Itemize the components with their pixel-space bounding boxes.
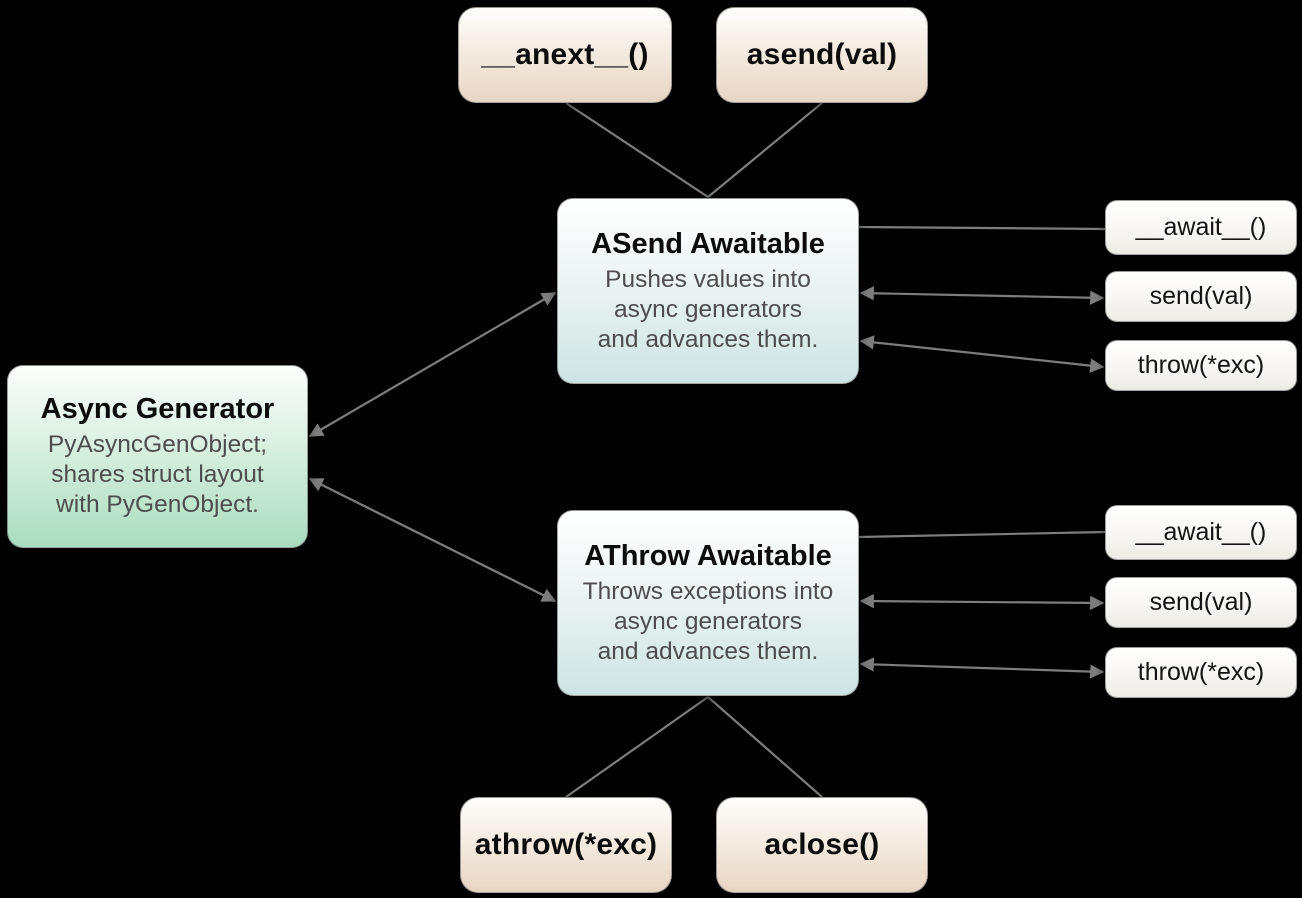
athrow-label: athrow(*exc) bbox=[474, 828, 658, 861]
edge-asend-to-asend-awaitable bbox=[707, 102, 823, 198]
aclose-label: aclose() bbox=[764, 828, 880, 861]
throw2-label: throw(*exc) bbox=[1137, 658, 1265, 686]
athrow-awaitable-description: Throws exceptions into async generators … bbox=[582, 577, 834, 665]
async-generator-description: PyAsyncGenObject; shares struct layout w… bbox=[47, 431, 268, 518]
edge-athrow-awaitable-throw2 bbox=[859, 657, 1105, 679]
edge-anext-to-asend-awaitable bbox=[565, 102, 709, 198]
asend-label: asend(val) bbox=[746, 38, 898, 71]
node-await-athrow: __await__() bbox=[1105, 505, 1297, 560]
node-athrow-method: athrow(*exc) bbox=[460, 797, 672, 893]
send2-label: send(val) bbox=[1149, 588, 1253, 616]
edge-athrow-awaitable-to-aclose bbox=[707, 696, 823, 798]
node-athrow-awaitable: AThrow Awaitable Throws exceptions into … bbox=[557, 510, 859, 696]
node-send-athrow: send(val) bbox=[1105, 577, 1297, 628]
asend-awaitable-title: ASend Awaitable bbox=[591, 227, 825, 260]
node-asend-method: asend(val) bbox=[716, 7, 928, 103]
node-anext-method: __anext__() bbox=[458, 7, 672, 103]
edge-athrow-awaitable-send2 bbox=[859, 593, 1105, 611]
node-async-generator: Async Generator PyAsyncGenObject; shares… bbox=[7, 365, 308, 548]
node-throw-athrow: throw(*exc) bbox=[1105, 647, 1297, 698]
athrow-awaitable-title: AThrow Awaitable bbox=[584, 539, 832, 572]
await1-label: __await__() bbox=[1135, 213, 1267, 241]
edge-asend-awaitable-throw1 bbox=[859, 335, 1105, 373]
node-asend-awaitable: ASend Awaitable Pushes values into async… bbox=[557, 198, 859, 384]
edge-async-generator-athrow-awaitable bbox=[308, 478, 557, 602]
anext-label: __anext__() bbox=[481, 38, 649, 71]
node-send-asend: send(val) bbox=[1105, 271, 1297, 322]
asend-awaitable-description: Pushes values into async generators and … bbox=[597, 265, 819, 353]
async-generator-title: Async Generator bbox=[40, 393, 275, 425]
edge-asend-awaitable-await1 bbox=[858, 225, 1106, 231]
await2-label: __await__() bbox=[1135, 518, 1267, 546]
node-throw-asend: throw(*exc) bbox=[1105, 340, 1297, 391]
edge-asend-awaitable-send1 bbox=[859, 286, 1105, 305]
edge-athrow-awaitable-await2 bbox=[858, 530, 1106, 539]
send1-label: send(val) bbox=[1149, 282, 1253, 310]
node-await-asend: __await__() bbox=[1105, 200, 1297, 255]
node-aclose-method: aclose() bbox=[716, 797, 928, 893]
edge-async-generator-asend-awaitable bbox=[308, 292, 557, 437]
throw1-label: throw(*exc) bbox=[1137, 351, 1265, 379]
edge-athrow-awaitable-to-athrow bbox=[565, 696, 709, 798]
